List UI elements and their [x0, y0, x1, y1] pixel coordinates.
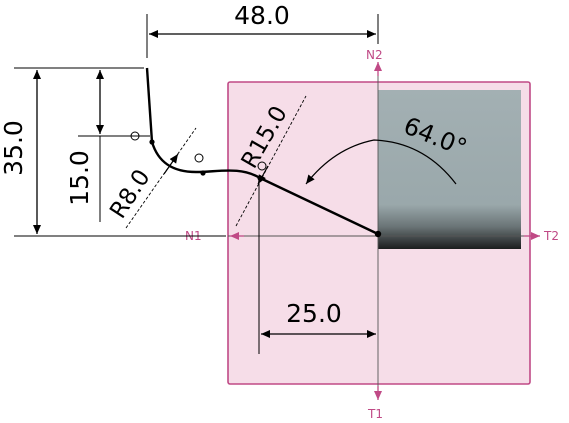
arc-center-marker-2: [194, 153, 204, 163]
dim-r8-leader: [125, 127, 197, 229]
arc-center-marker-3: [257, 161, 267, 171]
dim-r15-arrow: [257, 165, 269, 185]
sketch-profile: [145, 67, 379, 236]
solid-face: [378, 90, 521, 249]
vertex-tangent-2[interactable]: [200, 170, 206, 176]
vertex-endpoint[interactable]: [374, 230, 382, 238]
dim-25-label[interactable]: 25.0: [286, 299, 342, 328]
axis-label-t1: T1: [367, 407, 383, 421]
dim-angle-arc: [305, 139, 457, 185]
axis-label-n2: N2: [366, 48, 383, 62]
vertex-tangent-1[interactable]: [149, 139, 155, 145]
dim-48-label[interactable]: 48.0: [234, 1, 290, 30]
dim-r8-label[interactable]: R8.0: [105, 165, 155, 223]
axis-label-t2: T2: [543, 229, 559, 243]
dim-r8-arrow: [163, 153, 179, 175]
dim-35-label[interactable]: 35.0: [0, 120, 28, 176]
dim-15-label[interactable]: 15.0: [65, 150, 94, 206]
